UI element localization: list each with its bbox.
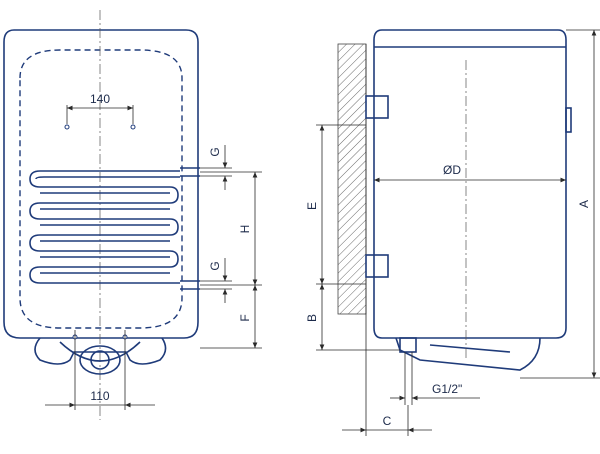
dim-b-label: B: [305, 314, 319, 322]
bottom-cover: [34, 337, 167, 365]
heat-exchanger-coil: [29, 167, 200, 290]
wall-hatch: [337, 43, 367, 315]
thermostat-knob: [79, 345, 121, 375]
bracket-bottom: [365, 254, 389, 278]
dim-a-label: A: [577, 200, 591, 208]
dim-140-label: 140: [90, 92, 110, 106]
dim-f-label: F: [238, 314, 252, 321]
inner-vessel-dashed: [19, 49, 183, 329]
dim-c-label: C: [383, 414, 392, 428]
side-bottom-cover: [395, 337, 541, 371]
dim-g12-label: G1/2": [432, 382, 462, 396]
side-tank-outline: [373, 29, 567, 339]
dim-od-label: ØD: [443, 163, 461, 177]
side-view: A E B ØD G1/2" C: [305, 29, 600, 436]
bracket-top: [365, 95, 389, 119]
front-view: 140 G G H F: [3, 10, 262, 420]
dim-g-top-label: G: [208, 147, 222, 156]
dim-h-label: H: [238, 225, 252, 234]
dim-g-bottom-label: G: [208, 261, 222, 270]
dim-e-label: E: [305, 202, 319, 210]
front-tank-outline: [3, 29, 199, 339]
dim-110-label: 110: [90, 389, 109, 403]
